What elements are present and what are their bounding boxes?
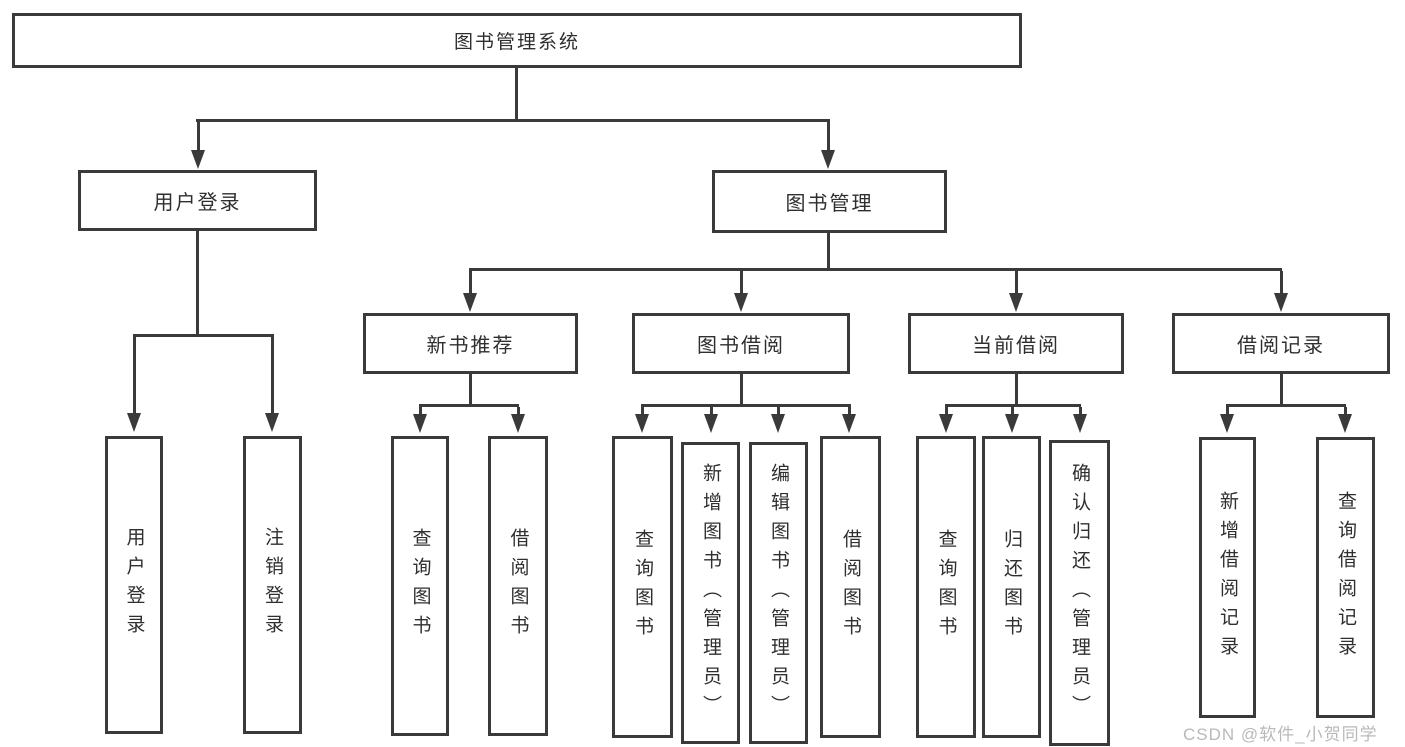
watermark-text: CSDN @软件_小贺同学 <box>1183 725 1378 744</box>
connector-stub <box>1011 407 1014 416</box>
connector-stub <box>740 271 743 294</box>
leaf-label: 查询借阅记录 <box>1335 490 1356 665</box>
connector-feed <box>740 374 743 407</box>
connector-stub <box>517 407 520 416</box>
leaf-label: 查询图书 <box>409 528 431 644</box>
arrow-down-icon <box>463 293 477 312</box>
connector-stub <box>419 407 422 416</box>
connector-stub <box>710 407 713 416</box>
connector-stub <box>1015 271 1018 294</box>
leaf-label: 借阅图书 <box>507 528 529 644</box>
leaf-label: 编辑图书（管理员） <box>768 462 789 724</box>
connector-feed <box>1280 374 1283 407</box>
connector-feed <box>469 374 472 407</box>
connector-user-login-feed <box>196 231 199 336</box>
leaf-label: 查询图书 <box>935 529 957 645</box>
arrow-down-icon <box>1009 293 1023 312</box>
arrow-down-icon <box>821 150 835 169</box>
node-current-borrow: 当前借阅 <box>908 313 1124 374</box>
leaf-query-borrow-record: 查询借阅记录 <box>1316 437 1375 718</box>
connector-stub <box>1226 407 1229 416</box>
leaf-label: 用户登录 <box>123 527 145 643</box>
node-new-book-recommend: 新书推荐 <box>363 313 578 374</box>
connector-stub <box>848 407 851 416</box>
connector-stub <box>641 407 644 416</box>
connector-bar <box>1226 404 1346 407</box>
connector-feed <box>1015 374 1018 407</box>
connector-stub <box>1079 407 1082 416</box>
leaf-label: 查询图书 <box>632 529 653 645</box>
leaf-confirm-return-admin: 确认归还（管理员） <box>1049 440 1110 746</box>
connector-bar <box>945 404 1081 407</box>
node-book-borrow: 图书借阅 <box>632 313 850 374</box>
arrow-down-icon <box>1220 414 1234 433</box>
leaf-add-borrow-record: 新增借阅记录 <box>1199 437 1256 718</box>
leaf-query-book: 查询图书 <box>391 436 449 736</box>
arrow-down-icon <box>191 150 205 169</box>
leaf-edit-book-admin: 编辑图书（管理员） <box>749 442 808 744</box>
connector-stub <box>945 407 948 416</box>
leaf-label: 归还图书 <box>1001 529 1022 645</box>
connector-bar <box>641 404 851 407</box>
arrow-down-icon <box>771 414 785 433</box>
connector-stub <box>1280 271 1283 294</box>
leaf-label: 新增图书（管理员） <box>700 462 721 724</box>
leaf-label: 注销登录 <box>262 527 283 643</box>
leaf-label: 确认归还（管理员） <box>1069 462 1090 724</box>
arrow-down-icon <box>1274 293 1288 312</box>
arrow-down-icon <box>1338 414 1352 433</box>
leaf-label: 新增借阅记录 <box>1217 490 1238 665</box>
connector-stub <box>271 337 274 414</box>
leaf-add-book-admin: 新增图书（管理员） <box>681 442 740 744</box>
leaf-return-book: 归还图书 <box>982 436 1041 738</box>
arrow-down-icon <box>734 293 748 312</box>
connector-stub <box>133 337 136 414</box>
connector-book-mgmt-stub <box>827 122 830 152</box>
arrow-down-icon <box>1005 414 1019 433</box>
leaf-logout: 注销登录 <box>243 436 302 734</box>
leaf-borrow-book: 借阅图书 <box>820 436 881 738</box>
connector-root-feed <box>515 68 518 122</box>
arrow-down-icon <box>265 413 279 432</box>
leaf-query-book: 查询图书 <box>612 436 673 738</box>
leaf-query-book: 查询图书 <box>916 436 976 738</box>
node-borrow-record: 借阅记录 <box>1172 313 1390 374</box>
connector-stub <box>777 407 780 416</box>
connector-stub <box>1344 407 1347 416</box>
arrow-down-icon <box>704 414 718 433</box>
connector-user-login-stub <box>197 122 200 152</box>
arrow-down-icon <box>127 413 141 432</box>
arrow-down-icon <box>511 414 525 433</box>
connector-user-login-bar <box>133 334 274 337</box>
connector-stub <box>469 271 472 294</box>
connector-level3-bar <box>469 268 1282 271</box>
node-root: 图书管理系统 <box>12 13 1022 68</box>
arrow-down-icon <box>413 414 427 433</box>
leaf-user-login: 用户登录 <box>105 436 163 734</box>
node-user-login: 用户登录 <box>78 170 317 231</box>
connector-bar <box>419 404 519 407</box>
arrow-down-icon <box>939 414 953 433</box>
arrow-down-icon <box>842 414 856 433</box>
arrow-down-icon <box>635 414 649 433</box>
leaf-borrow-book: 借阅图书 <box>488 436 548 736</box>
connector-level2-bar <box>196 119 830 122</box>
node-book-mgmt: 图书管理 <box>712 170 947 233</box>
arrow-down-icon <box>1073 414 1087 433</box>
connector-book-mgmt-feed <box>827 233 830 271</box>
leaf-label: 借阅图书 <box>840 529 861 645</box>
